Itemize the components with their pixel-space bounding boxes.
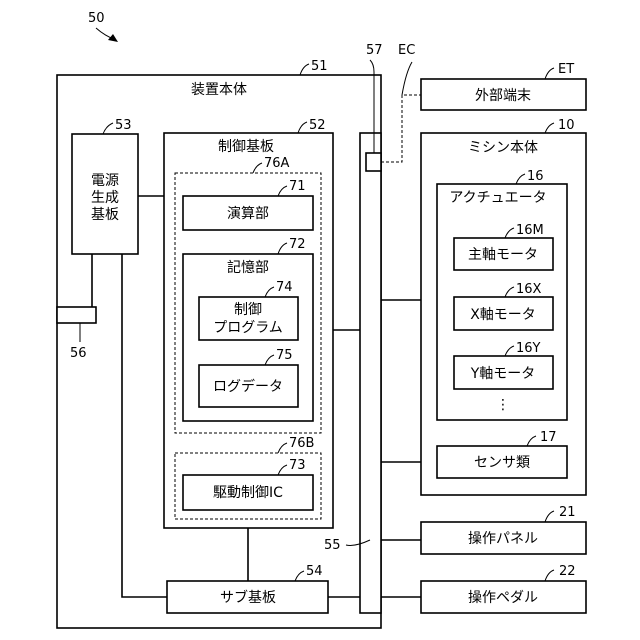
bus-box: [360, 133, 381, 613]
operation-panel-label: 操作パネル: [468, 531, 538, 547]
log-data-ref: 75: [276, 348, 293, 363]
operation-pedal-ref: 22: [559, 564, 576, 579]
main-body-label: 装置本体: [191, 82, 247, 98]
y-axis-motor-label: Y軸モータ: [470, 366, 536, 382]
external-terminal-ref: ET: [558, 62, 574, 77]
x-axis-motor-label: X軸モータ: [470, 307, 536, 323]
external-cable: [381, 95, 421, 162]
control-program-label-line2: プログラム: [213, 320, 283, 336]
power-board-ref: 53: [115, 118, 132, 133]
drive-control-ic-ref: 73: [289, 458, 306, 473]
port-ref: 57: [366, 43, 383, 58]
arithmetic-unit-ref: 71: [289, 179, 306, 194]
operation-pedal-ref-leader: [545, 570, 554, 581]
cable-ref: EC: [398, 43, 415, 58]
power-board-label-line2: 生成: [91, 190, 119, 206]
port-box: [366, 153, 381, 171]
storage-unit-label: 記憶部: [227, 259, 269, 276]
main-body-ref-leader: [300, 64, 309, 75]
control-program-label-line1: 制御: [234, 302, 262, 318]
actuator-ref: 16: [527, 169, 544, 184]
x-axis-motor-ref: 16X: [516, 282, 542, 297]
operation-panel-ref: 21: [559, 505, 576, 520]
y-axis-motor-ref: 16Y: [516, 341, 541, 356]
operation-pedal-label: 操作ペダル: [468, 590, 538, 606]
region-a-ref: 76A: [264, 156, 290, 171]
sewing-machine-body-ref-leader: [545, 123, 554, 133]
ref-device: 50: [88, 11, 105, 26]
control-program-ref: 74: [276, 280, 293, 295]
arithmetic-unit-label: 演算部: [227, 206, 269, 222]
operation-panel-ref-leader: [545, 511, 554, 522]
power-board-label-line1: 電源: [91, 173, 119, 189]
connector-ref: 56: [70, 346, 87, 361]
main-shaft-motor-ref: 16M: [516, 223, 544, 238]
sewing-machine-body-label: ミシン本体: [468, 140, 538, 156]
storage-unit-ref: 72: [289, 237, 306, 252]
connector-box: [57, 307, 96, 323]
external-terminal-ref-leader: [545, 68, 554, 79]
sub-board-ref: 54: [306, 564, 323, 579]
power-board-label-line3: 基板: [91, 206, 119, 223]
cable-ref-leader: [402, 62, 412, 95]
sensors-ref: 17: [540, 430, 557, 445]
control-board-ref: 52: [309, 118, 326, 133]
log-data-label: ログデータ: [213, 378, 283, 395]
main-body-ref: 51: [311, 59, 328, 74]
sewing-machine-body-ref: 10: [558, 118, 575, 133]
sensors-label: センサ類: [474, 455, 530, 471]
region-b-ref: 76B: [289, 436, 314, 451]
ref-device-arrowhead: [108, 34, 118, 42]
more-motors-ellipsis: ⋮: [496, 397, 510, 413]
bus-ref: 55: [324, 538, 341, 553]
control-board-label: 制御基板: [218, 138, 274, 155]
main-shaft-motor-label: 主軸モータ: [468, 247, 538, 263]
drive-control-ic-label: 駆動制御IC: [213, 485, 283, 501]
sub-board-label: サブ基板: [220, 589, 276, 606]
actuator-label: アクチュエータ: [449, 190, 546, 206]
external-terminal-label: 外部端末: [475, 88, 531, 104]
